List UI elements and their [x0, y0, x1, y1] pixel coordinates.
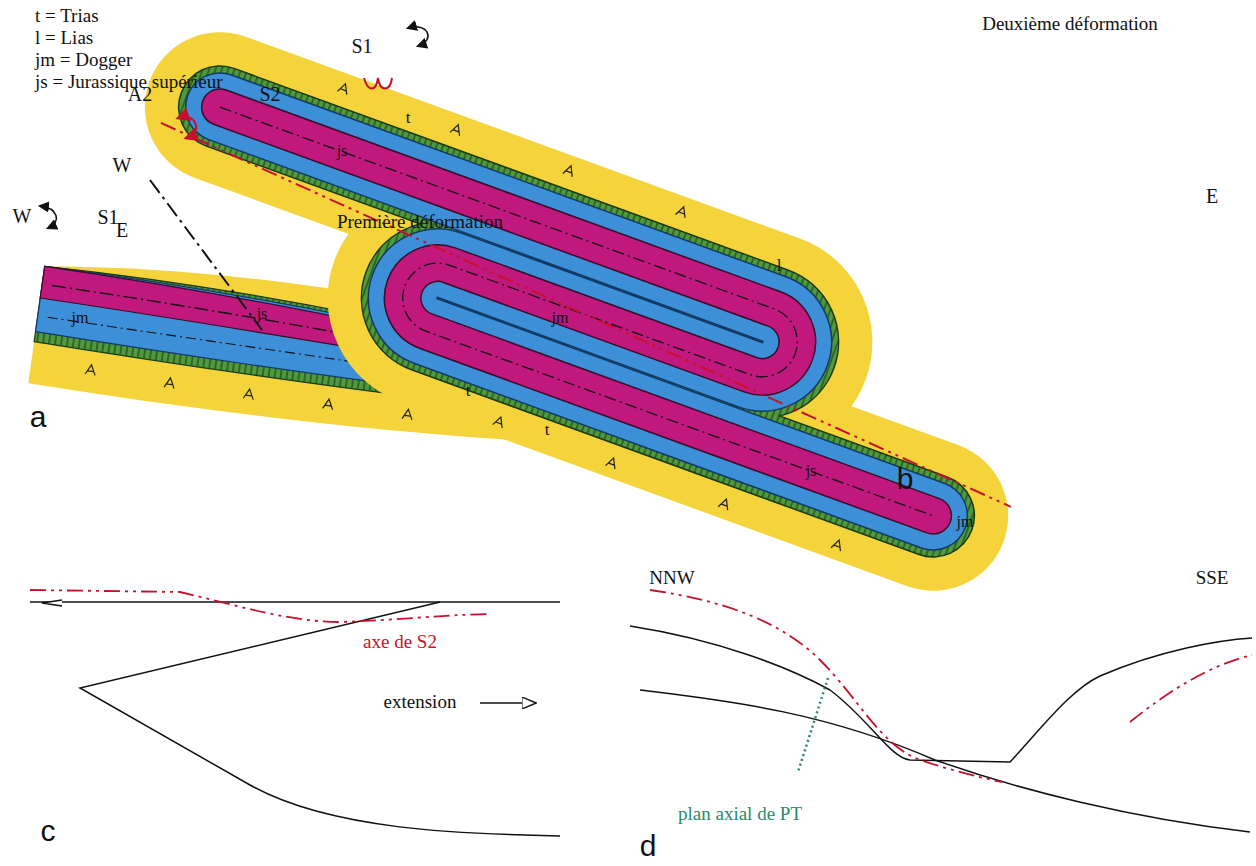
a2-rotation-arrow — [178, 117, 196, 138]
fold-refolded-b — [103, 29, 1069, 601]
surface-line — [30, 601, 560, 603]
axial-plane-label: plan axial de PT — [678, 804, 802, 825]
lower-line — [640, 690, 1250, 832]
section-c — [30, 590, 560, 836]
s2-axis-line — [1130, 655, 1252, 722]
s2-axis-line — [30, 590, 490, 622]
direction-label: NNW — [649, 568, 694, 589]
illustration-part — [243, 388, 254, 399]
s1-rotation-arrow — [408, 27, 428, 46]
unit-label: jm — [957, 513, 974, 531]
illustration-part — [337, 82, 350, 95]
upper-line — [630, 626, 1252, 762]
s2-axis-line — [650, 590, 1002, 782]
process-label: extension — [384, 692, 457, 713]
axis-label: axe de S2 — [363, 632, 437, 653]
legend-note: l = Lias — [35, 28, 93, 49]
unit-label: js — [806, 462, 817, 480]
section-d — [630, 590, 1252, 832]
illustration-part — [323, 398, 334, 409]
detachment-line — [80, 602, 560, 836]
rotation-arrow — [40, 206, 56, 228]
panel-title: Deuxième déformation — [982, 14, 1158, 35]
direction-label: E — [1206, 185, 1218, 207]
panel-letter: c — [41, 814, 56, 847]
extension-arrow — [480, 702, 535, 704]
small-fold-symbol — [364, 78, 392, 89]
illustration-part — [676, 205, 689, 218]
unit-label: t — [466, 382, 471, 401]
fold-label: A2 — [128, 83, 152, 105]
unit-label: t — [545, 421, 550, 440]
illustration-part — [402, 409, 413, 420]
panel-letter: a — [30, 400, 47, 433]
half-arrow — [42, 600, 62, 606]
unit-label: l — [777, 257, 782, 276]
unit-label: js — [257, 305, 268, 323]
trace-line — [150, 180, 262, 330]
schistosity-label: S1 — [351, 35, 372, 57]
illustration-part — [831, 538, 844, 551]
illustration-part — [606, 456, 619, 469]
unit-label: jm — [552, 309, 569, 327]
panel-letter: d — [640, 829, 657, 862]
direction-label: W — [113, 154, 132, 176]
unit-label: t — [406, 109, 411, 128]
panel-letter: b — [897, 462, 914, 495]
illustration-part — [164, 377, 175, 388]
schistosity-label: S2 — [259, 83, 280, 105]
legend-note: t = Trias — [35, 6, 99, 27]
s2-axial-trace — [137, 123, 1035, 507]
unit-label: js — [337, 142, 348, 160]
direction-label: SSE — [1196, 568, 1229, 589]
illustration-part — [85, 364, 96, 375]
unit-label: jm — [72, 309, 89, 327]
direction-label: W — [13, 205, 32, 227]
panel-title: Première déformation — [337, 212, 503, 233]
illustration-part — [563, 164, 576, 177]
direction-label: E — [116, 219, 128, 241]
axial-plane-trace — [798, 678, 828, 772]
evaporite-symbols — [248, 82, 932, 551]
legend-note: jm = Dogger — [35, 50, 132, 71]
illustration-part — [718, 497, 731, 510]
schistosity-label: S1 — [97, 206, 118, 228]
illustration-part — [450, 123, 463, 136]
illustration-part — [493, 415, 506, 428]
